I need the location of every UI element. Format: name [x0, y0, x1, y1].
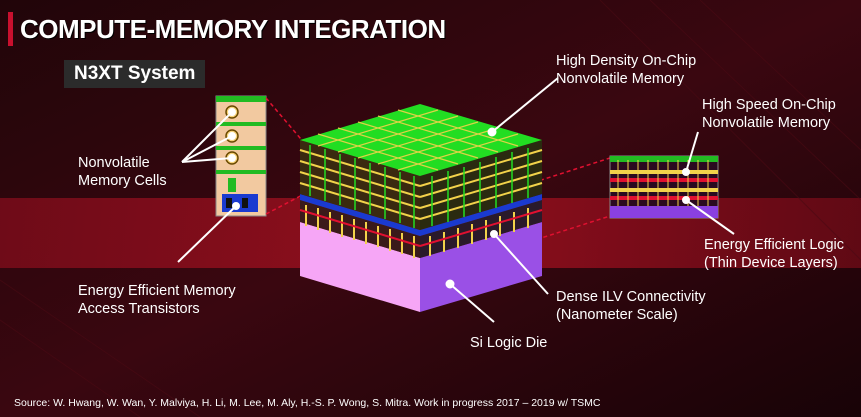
label-ilv-connectivity: Dense ILV Connectivity (Nanometer Scale)	[556, 289, 706, 323]
label-nonvolatile-cells: Nonvolatile Memory Cells	[78, 155, 167, 189]
memory-cell-inset	[215, 95, 267, 217]
label-access-transistors: Energy Efficient Memory Access Transisto…	[78, 283, 236, 317]
label-si-logic-die: Si Logic Die	[470, 335, 548, 351]
leader-lines	[177, 77, 735, 323]
label-energy-logic: Energy Efficient Logic (Thin Device Laye…	[704, 237, 844, 271]
title-accent-bar	[8, 12, 13, 46]
memory-stack	[299, 104, 543, 230]
source-citation: Source: W. Hwang, W. Wan, Y. Malviya, H.…	[14, 397, 601, 409]
logic-layer-inset	[609, 155, 719, 219]
si-logic-die	[300, 222, 542, 312]
logic-layers	[299, 194, 543, 258]
page-title: COMPUTE-MEMORY INTEGRATION	[20, 14, 446, 44]
label-high-speed-memory: High Speed On-Chip Nonvolatile Memory	[702, 97, 836, 131]
label-high-density-memory: High Density On-Chip Nonvolatile Memory	[556, 53, 697, 87]
subtitle: N3XT System	[64, 60, 206, 88]
